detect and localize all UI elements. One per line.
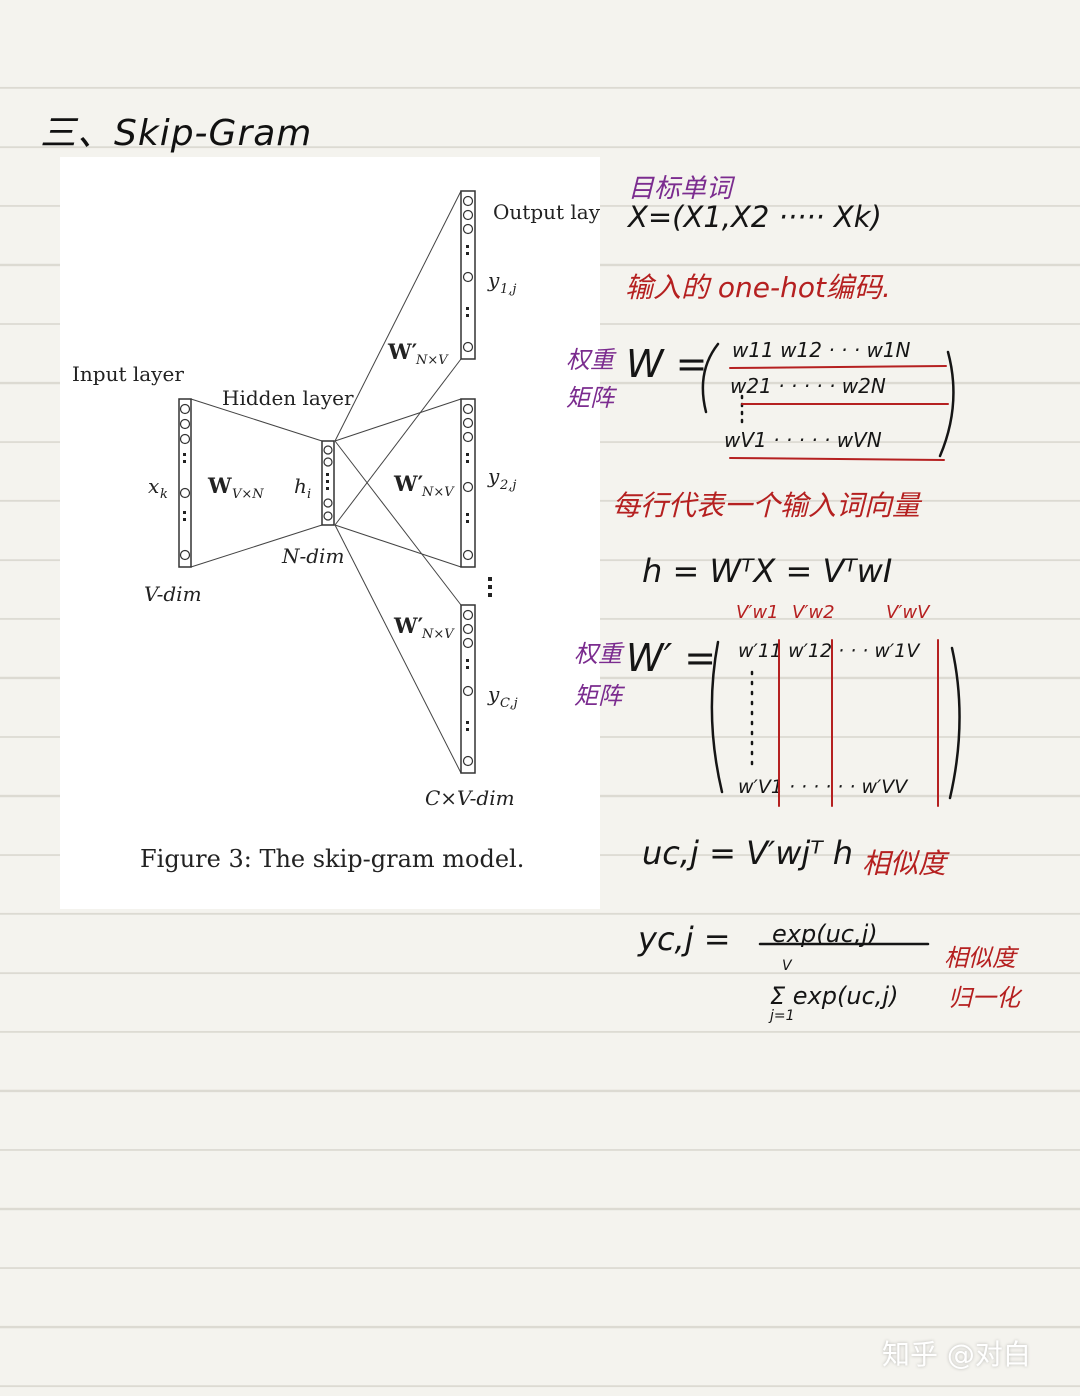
- output-column-2: [460, 398, 476, 568]
- center-word-note: 目标单词: [628, 174, 733, 204]
- y-sum-bottom: j=1: [770, 1008, 795, 1024]
- onehot-note: 输入的 one-hot编码.: [625, 271, 891, 304]
- output-column-c: [460, 604, 476, 774]
- wp-row-3: w′V1 · · · · · · w′VV: [738, 776, 908, 798]
- x-k-subscript: k: [160, 487, 168, 502]
- vertical-ellipsis-icon: [488, 577, 492, 597]
- x-equation: X=(X1,X2 ····· Xk): [628, 200, 882, 234]
- y1-label: y: [487, 268, 500, 292]
- output-column-1: [460, 190, 476, 360]
- row-meaning-note: 每行代表一个输入词向量: [612, 489, 921, 522]
- w-in-label: W: [207, 473, 232, 498]
- x-k-label: x: [148, 474, 159, 498]
- w-row-1: w11 w12 · · · w1N: [732, 338, 911, 362]
- w-row-3: wV1 · · · · · wVN: [724, 428, 882, 452]
- wp-equation-lhs: W′ =: [626, 636, 717, 680]
- w-out-subscript-2: N×V: [421, 485, 455, 500]
- w-out-label-2: W′: [393, 471, 424, 496]
- y-sum-top: V: [782, 958, 792, 974]
- w-row-2: w21 · · · · · w2N: [730, 374, 886, 398]
- wp-col-head-2: V′w2: [792, 602, 835, 623]
- w-out-label-3: W′: [393, 613, 424, 638]
- wp-matrix-label-1: 权重: [574, 640, 622, 668]
- w-matrix-label-1: 权重: [566, 346, 614, 374]
- y-denominator: Σ exp(uc,j): [770, 982, 899, 1010]
- wp-matrix-label-2: 矩阵: [574, 682, 622, 710]
- w-equation-lhs: W =: [626, 342, 708, 386]
- similarity-note: 相似度: [862, 847, 947, 880]
- y-numerator: exp(uc,j): [772, 920, 878, 948]
- cv-dim-label: C×V-dim: [425, 786, 515, 810]
- normalized-note-1: 相似度: [944, 944, 1016, 972]
- wp-row-1: w′11 w′12 · · · w′1V: [738, 640, 920, 662]
- yc-label: y: [487, 682, 500, 706]
- h-i-subscript: i: [307, 487, 311, 502]
- normalized-note-2: 归一化: [948, 984, 1020, 1012]
- w-matrix-label-2: 矩阵: [566, 384, 614, 412]
- w-out-label-1: W′: [387, 339, 418, 364]
- y1-subscript: 1,j: [500, 282, 516, 297]
- w-out-subscript-3: N×V: [421, 627, 455, 642]
- hidden-layer-column: [321, 440, 335, 526]
- figure-caption: Figure 3: The skip-gram model.: [140, 845, 525, 873]
- page-title: 三、Skip-Gram: [40, 113, 313, 154]
- y2-label: y: [487, 464, 500, 488]
- u-equation: uc,j = V′wjᵀ h: [642, 834, 854, 872]
- output-layer-label: Output layer: [493, 200, 600, 224]
- wp-col-head-3: V′wV: [886, 602, 930, 623]
- hidden-layer-label: Hidden layer: [222, 386, 354, 410]
- input-layer-column: [178, 398, 192, 568]
- h-i-label: h: [294, 474, 307, 498]
- skip-gram-diagram: Input layer Hidden layer Output layer x …: [72, 190, 600, 810]
- yc-subscript: C,j: [500, 696, 518, 711]
- y2-subscript: 2,j: [499, 478, 516, 493]
- skip-gram-figure: Input layer Hidden layer Output layer x …: [60, 157, 600, 909]
- w-in-subscript: V×N: [232, 487, 264, 502]
- h-equation: h = WᵀX = VᵀwI: [642, 552, 893, 590]
- wp-col-head-1: V′w1: [736, 602, 779, 623]
- w-out-subscript-1: N×V: [415, 353, 449, 368]
- v-dim-label: V-dim: [144, 582, 202, 606]
- input-layer-label: Input layer: [72, 362, 184, 386]
- n-dim-label: N-dim: [281, 544, 344, 568]
- y-equation-lhs: yc,j =: [638, 920, 731, 958]
- zhihu-watermark: 知乎 @对白: [882, 1338, 1031, 1371]
